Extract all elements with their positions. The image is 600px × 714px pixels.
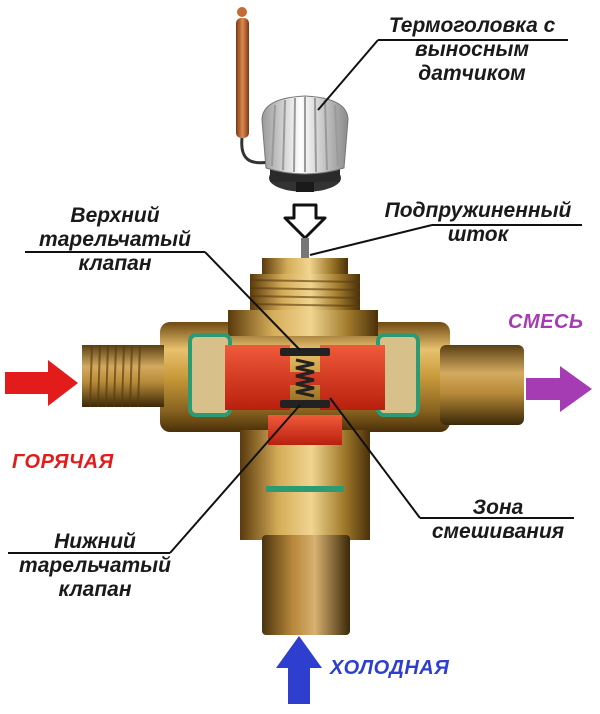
mix-flow-arrow — [526, 366, 592, 412]
hot-flow-arrow — [5, 360, 78, 406]
push-down-arrow-icon — [283, 203, 327, 240]
lower-valve-label-line3: клапан — [58, 578, 132, 601]
mix-zone-label: Зона смешивания — [418, 496, 578, 544]
interior-cutaway — [188, 333, 420, 492]
thermohead-label-line3: датчиком — [418, 62, 526, 85]
lower-valve-label-line2: тарельчатый — [19, 554, 171, 577]
mix-flow-label: СМЕСЬ — [508, 311, 584, 333]
thermohead-label-line2: выносным — [415, 38, 529, 61]
upper-valve-label-line3: клапан — [78, 252, 152, 275]
hot-inlet-pipe — [82, 344, 164, 408]
stem-label-line2: шток — [447, 223, 509, 246]
lower-valve-label: Нижний тарельчатый клапан — [0, 530, 190, 602]
mix-zone-label-line1: Зона — [472, 496, 524, 519]
hot-flow-label: ГОРЯЧАЯ — [12, 451, 114, 473]
upper-valve-label: Верхний тарельчатый клапан — [20, 204, 210, 276]
mix-zone-label-line2: смешивания — [431, 520, 565, 543]
thermostatic-head-icon — [261, 95, 349, 192]
upper-valve-label-line2: тарельчатый — [39, 228, 191, 251]
upper-valve-label-line1: Верхний — [70, 204, 160, 227]
stem-label-line1: Подпружиненный — [384, 199, 572, 222]
stem-label: Подпружиненный шток — [368, 199, 588, 247]
lower-valve-label-line1: Нижний — [54, 530, 136, 553]
cold-inlet-pipe — [240, 430, 370, 635]
thermohead-label: Термоголовка с выносным датчиком — [372, 14, 572, 86]
mix-outlet-pipe — [440, 345, 524, 425]
cold-flow-label: ХОЛОДНАЯ — [330, 657, 450, 679]
leader-lines — [8, 39, 582, 554]
thermohead-label-line1: Термоголовка с — [388, 14, 556, 37]
cold-flow-arrow — [276, 636, 322, 704]
